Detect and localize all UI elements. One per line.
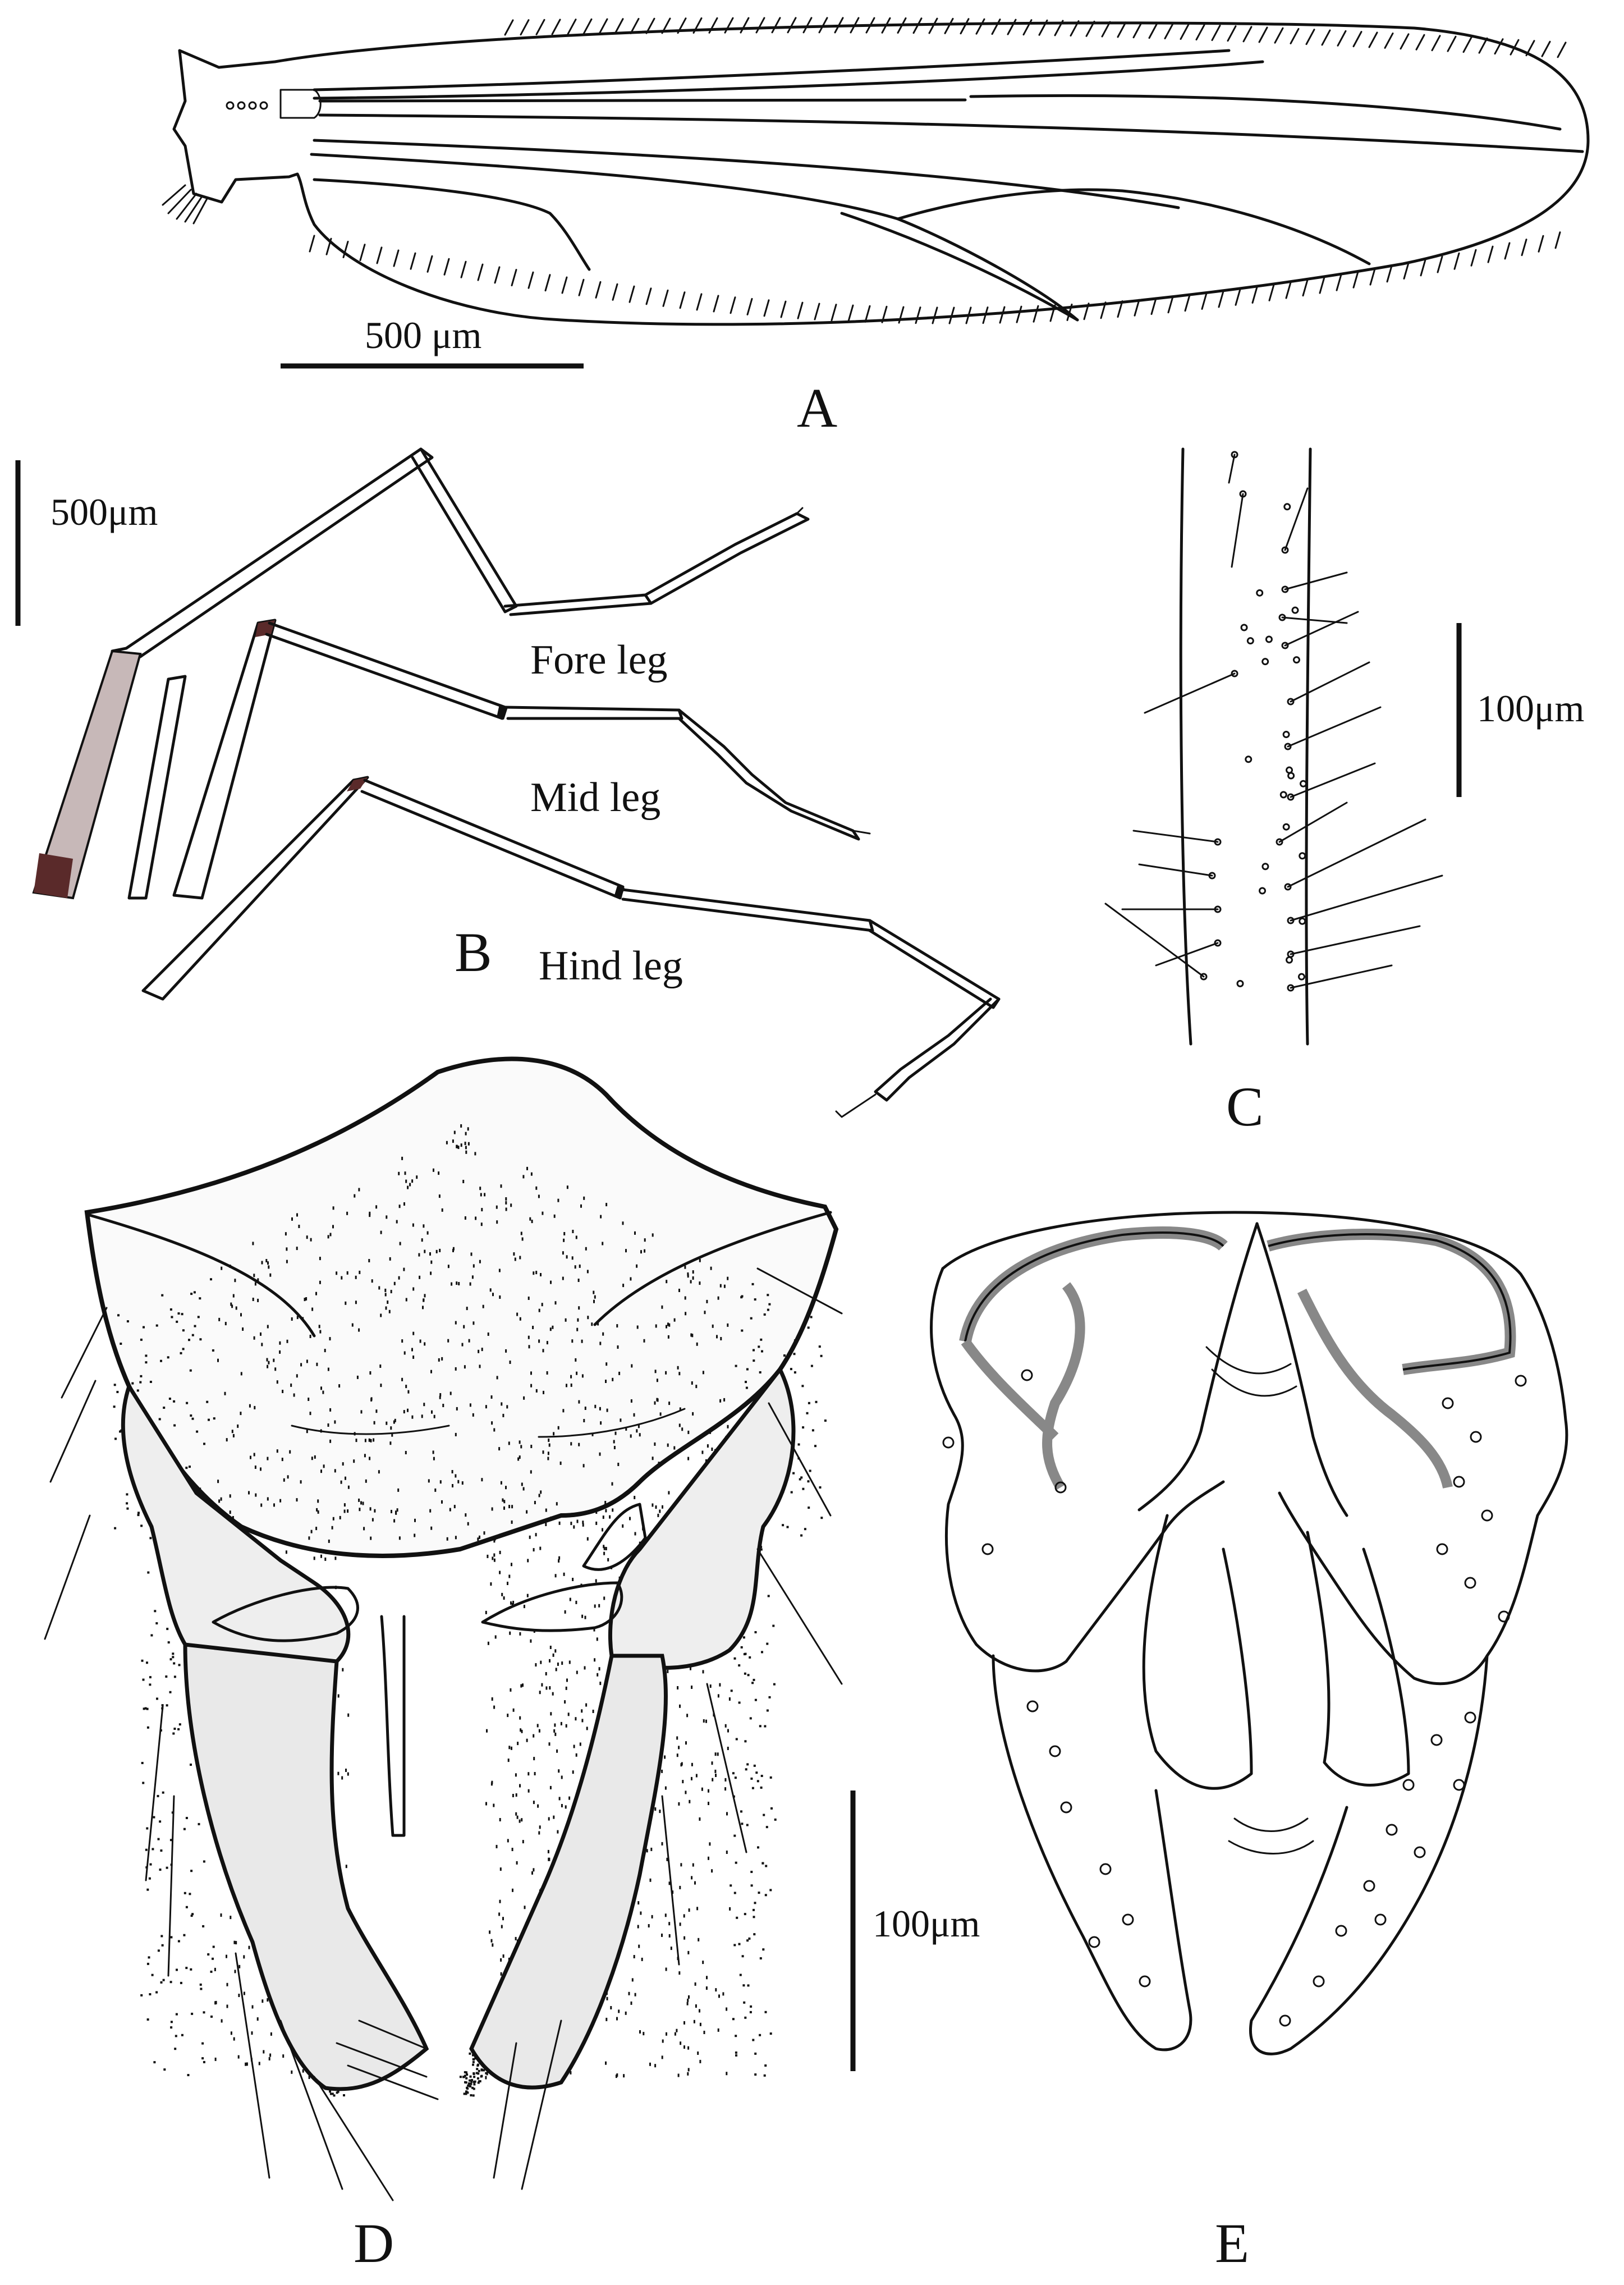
fore-leg-drawing — [32, 447, 810, 900]
panel-a-scale-label: 500 μm — [365, 314, 481, 356]
panel-d-letter: D — [354, 2212, 394, 2274]
panel-c-scale-label: 100μm — [1477, 687, 1584, 730]
hind-leg-label: Hind leg — [539, 943, 683, 989]
panel-d-hypopygium: 100μm D — [44, 1056, 980, 2274]
mid-leg-drawing — [172, 619, 871, 900]
panel-c-setae: 100μm C — [1104, 447, 1584, 1138]
panel-c-letter: C — [1226, 1075, 1264, 1138]
panel-d-scale-label: 100μm — [873, 1902, 980, 1945]
panel-e-hypopygium: E — [930, 1211, 1568, 2274]
panel-b-letter: B — [455, 921, 492, 983]
panel-e-letter: E — [1215, 2212, 1249, 2274]
hind-leg-drawing — [141, 776, 1001, 1118]
fore-leg-label: Fore leg — [530, 637, 668, 683]
panel-a-wing: 500 μm A — [162, 17, 1590, 439]
panel-b-scale-label: 500μm — [51, 491, 158, 533]
mid-leg-label: Mid leg — [530, 775, 660, 821]
panel-b-legs: 500μm Fore leg Mid leg — [15, 447, 1001, 1118]
panel-a-letter: A — [797, 377, 837, 439]
